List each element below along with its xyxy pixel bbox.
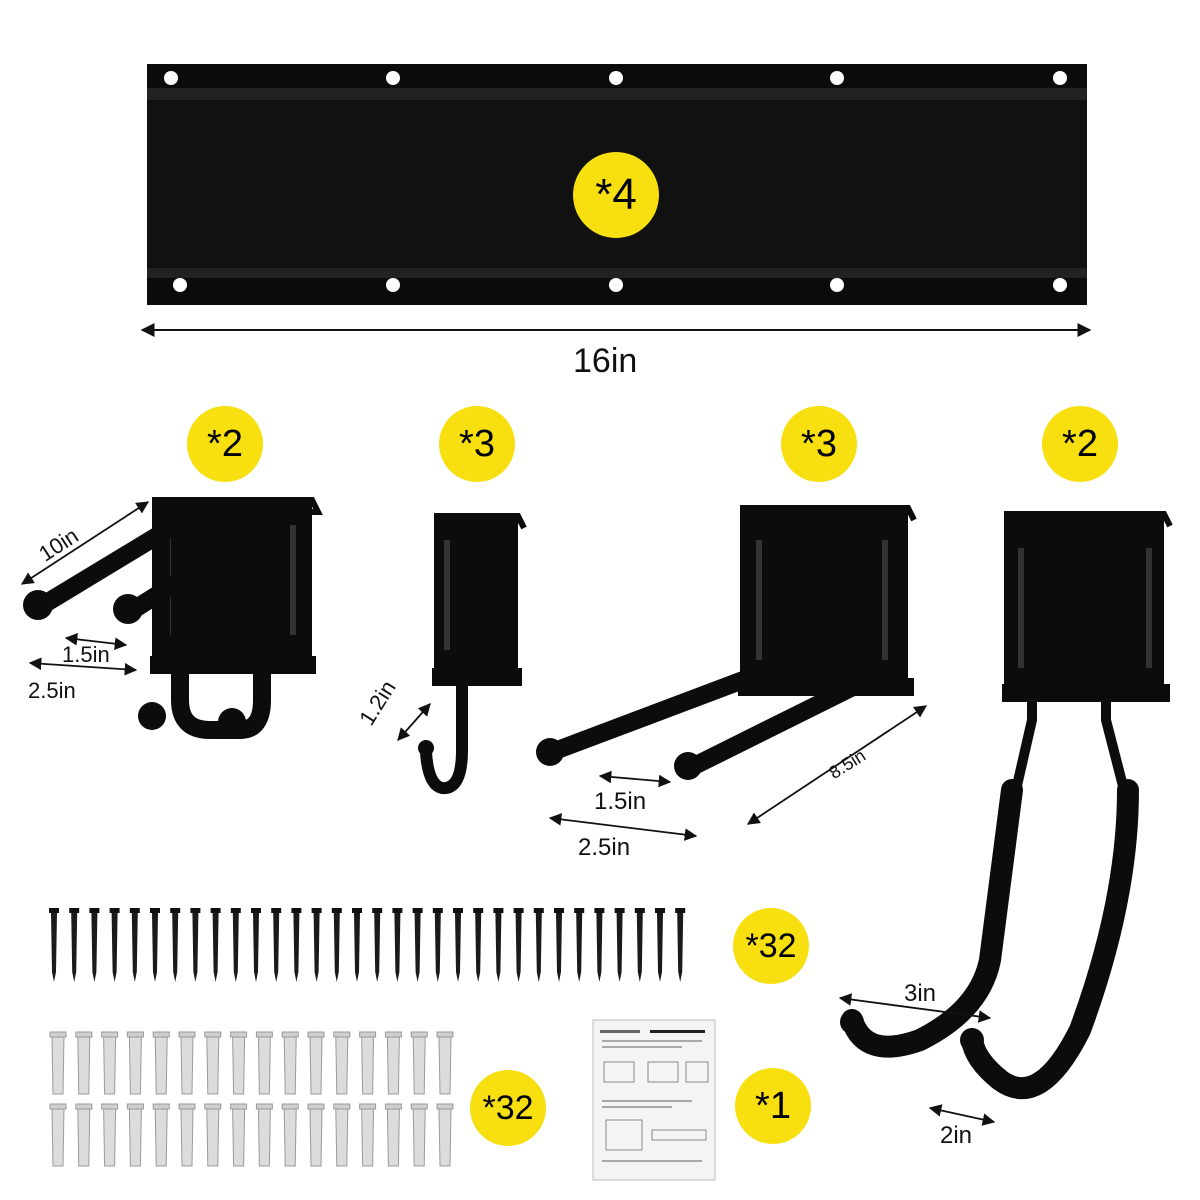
wall-anchor xyxy=(359,1103,377,1167)
wall-anchors xyxy=(49,1031,454,1167)
screw xyxy=(291,908,302,982)
hook4-width-label: 3in xyxy=(904,980,937,1007)
manual-quantity-badge: *1 xyxy=(735,1068,811,1144)
screw xyxy=(392,908,403,982)
screw xyxy=(89,908,100,982)
screws xyxy=(49,908,686,982)
screw xyxy=(251,908,261,982)
single-j-hook xyxy=(397,513,527,795)
wall-anchor xyxy=(281,1031,299,1095)
screw xyxy=(331,908,342,982)
screw xyxy=(432,908,443,982)
wall-anchor xyxy=(255,1103,273,1167)
hook3-gap-label: 1.5in xyxy=(594,788,647,815)
wall-anchor xyxy=(75,1031,93,1095)
wall-anchor xyxy=(204,1103,222,1167)
screw xyxy=(352,908,362,982)
wall-anchor xyxy=(410,1103,428,1167)
wall-anchor xyxy=(255,1031,273,1095)
wall-anchor xyxy=(281,1103,299,1167)
screw xyxy=(614,908,625,982)
wall-anchor xyxy=(230,1031,248,1095)
bike-hook xyxy=(838,511,1173,1126)
hook1-gap-label: 1.5in xyxy=(62,642,110,667)
wall-anchor xyxy=(204,1031,222,1095)
wall-anchor xyxy=(436,1031,454,1095)
screw xyxy=(554,908,564,982)
screw xyxy=(129,908,140,982)
screw xyxy=(109,908,120,982)
screw xyxy=(634,908,645,982)
rail-quantity-badge: *4 xyxy=(573,152,659,238)
hook4-gap-label: 2in xyxy=(940,1122,973,1149)
screw xyxy=(311,908,322,982)
screw xyxy=(190,908,201,982)
wall-anchor xyxy=(101,1103,119,1167)
hook1-width-label: 2.5in xyxy=(28,678,76,703)
wall-anchor xyxy=(178,1031,196,1095)
wall-anchor xyxy=(230,1103,248,1167)
wall-anchor xyxy=(126,1103,144,1167)
double-hook-j xyxy=(20,497,323,739)
screw xyxy=(493,908,504,982)
hook4-quantity-badge: *2 xyxy=(1042,406,1118,482)
wall-anchor xyxy=(178,1103,196,1167)
wall-anchor xyxy=(152,1031,170,1095)
screw xyxy=(49,908,59,982)
screws-quantity-badge: *32 xyxy=(733,908,809,984)
screw xyxy=(210,908,221,982)
instruction-manual xyxy=(592,1019,716,1181)
wall-anchor xyxy=(436,1103,454,1167)
screw xyxy=(230,908,241,982)
screw xyxy=(675,908,686,982)
screw xyxy=(473,908,484,982)
wall-anchor xyxy=(126,1031,144,1095)
wall-anchor xyxy=(410,1031,428,1095)
wall-anchor xyxy=(307,1031,325,1095)
wall-anchor xyxy=(359,1031,377,1095)
screw xyxy=(513,908,524,982)
wall-anchor xyxy=(49,1103,67,1167)
hook3-quantity-badge: *3 xyxy=(781,406,857,482)
screw xyxy=(150,908,160,982)
wall-anchor xyxy=(384,1103,402,1167)
hook2-quantity-badge: *3 xyxy=(439,406,515,482)
screw xyxy=(453,908,463,982)
screw xyxy=(69,908,80,982)
screw xyxy=(372,908,383,982)
screw xyxy=(170,908,181,982)
screw xyxy=(655,908,665,982)
wall-anchor xyxy=(75,1103,93,1167)
wall-anchor xyxy=(49,1031,67,1095)
rail-length-label: 16in xyxy=(573,342,638,380)
screw xyxy=(271,908,282,982)
wall-anchor xyxy=(152,1103,170,1167)
screw xyxy=(574,908,585,982)
long-double-hook xyxy=(536,505,928,841)
wall-anchor xyxy=(333,1103,351,1167)
screw xyxy=(594,908,605,982)
wall-anchor xyxy=(101,1031,119,1095)
hook3-width-label: 2.5in xyxy=(578,834,631,861)
anchors-quantity-badge: *32 xyxy=(470,1070,546,1146)
screw xyxy=(412,908,423,982)
wall-anchor xyxy=(333,1031,351,1095)
wall-anchor xyxy=(384,1031,402,1095)
screw xyxy=(533,908,544,982)
wall-anchor xyxy=(307,1103,325,1167)
hook1-quantity-badge: *2 xyxy=(187,406,263,482)
